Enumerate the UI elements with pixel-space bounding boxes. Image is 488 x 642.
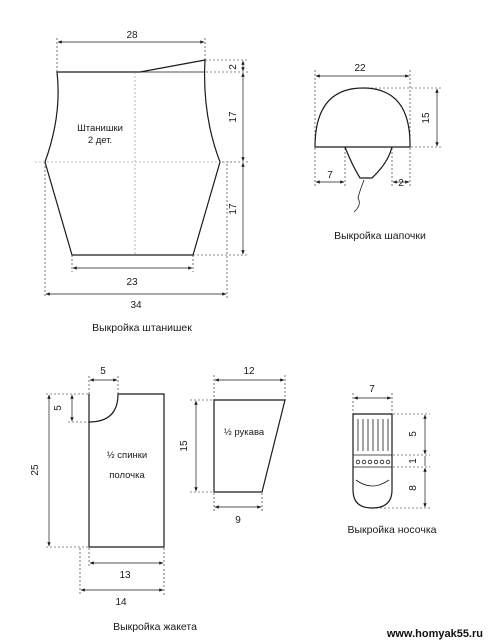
sleeve-dim-top: 12	[243, 366, 255, 377]
sleeve-dim-bottom: 9	[235, 515, 241, 526]
jacket-dim-neck-h: 5	[53, 405, 64, 411]
pants-label-2: 2 дет.	[88, 135, 112, 146]
pants-caption: Выкройка штанишек	[92, 322, 192, 334]
hat-dim-width: 22	[354, 63, 366, 74]
pants-pattern: Штанишки 2 дет. 28 2 17 17 23 34 Выкройк…	[35, 30, 248, 334]
pants-dim-full: 34	[130, 300, 142, 311]
jacket-caption: Выкройка жакета	[113, 621, 197, 633]
sock-dim-top: 5	[408, 431, 419, 437]
jacket-pattern: 5 5 25 ½ спинки полочка 13 14 Выкройка ж…	[30, 366, 197, 633]
pants-dim-bottom: 23	[126, 277, 138, 288]
sock-dim-bottom: 8	[408, 485, 419, 491]
jacket-dim-height: 25	[30, 464, 41, 476]
sock-eyelets	[355, 459, 391, 465]
sleeve-dim-height: 15	[179, 440, 190, 452]
pants-dim-top: 28	[126, 30, 138, 41]
sock-dim-width: 7	[369, 384, 375, 395]
sock-ribbing	[357, 419, 389, 451]
sock-dim-mid: 1	[408, 458, 419, 464]
sleeve-label: ½ рукава	[224, 427, 265, 438]
sock-pattern: 7 5 1 8 Выкройка носочка	[347, 384, 436, 536]
hat-string	[353, 179, 365, 213]
jacket-dim-full: 14	[115, 597, 127, 608]
pants-dim-upper: 17	[228, 111, 239, 123]
hat-caption: Выкройка шапочки	[334, 230, 426, 242]
sleeve-pattern: 12 15 ½ рукава 9	[179, 366, 286, 526]
hat-dim-right: 2	[398, 178, 404, 189]
hat-pattern: 22 15 7 2 Выкройка шапочки	[314, 63, 442, 242]
pants-dim-lower: 17	[228, 203, 239, 215]
sock-caption: Выкройка носочка	[347, 524, 436, 536]
watermark: www.homyak55.ru	[386, 628, 483, 640]
sleeve-outline	[213, 399, 286, 493]
hat-dim-left: 7	[327, 170, 333, 181]
pants-outline	[44, 59, 221, 256]
jacket-dim-neck-w: 5	[100, 366, 106, 377]
pants-label-1: Штанишки	[77, 123, 123, 134]
jacket-outline	[88, 393, 165, 548]
hat-dim-height: 15	[421, 112, 432, 124]
jacket-label-1: ½ спинки	[107, 450, 147, 461]
pants-dim-waist: 2	[228, 64, 239, 70]
jacket-dim-inner: 13	[119, 570, 131, 581]
jacket-label-2: полочка	[109, 470, 145, 481]
hat-tie	[344, 146, 393, 179]
hat-outline	[314, 87, 411, 148]
